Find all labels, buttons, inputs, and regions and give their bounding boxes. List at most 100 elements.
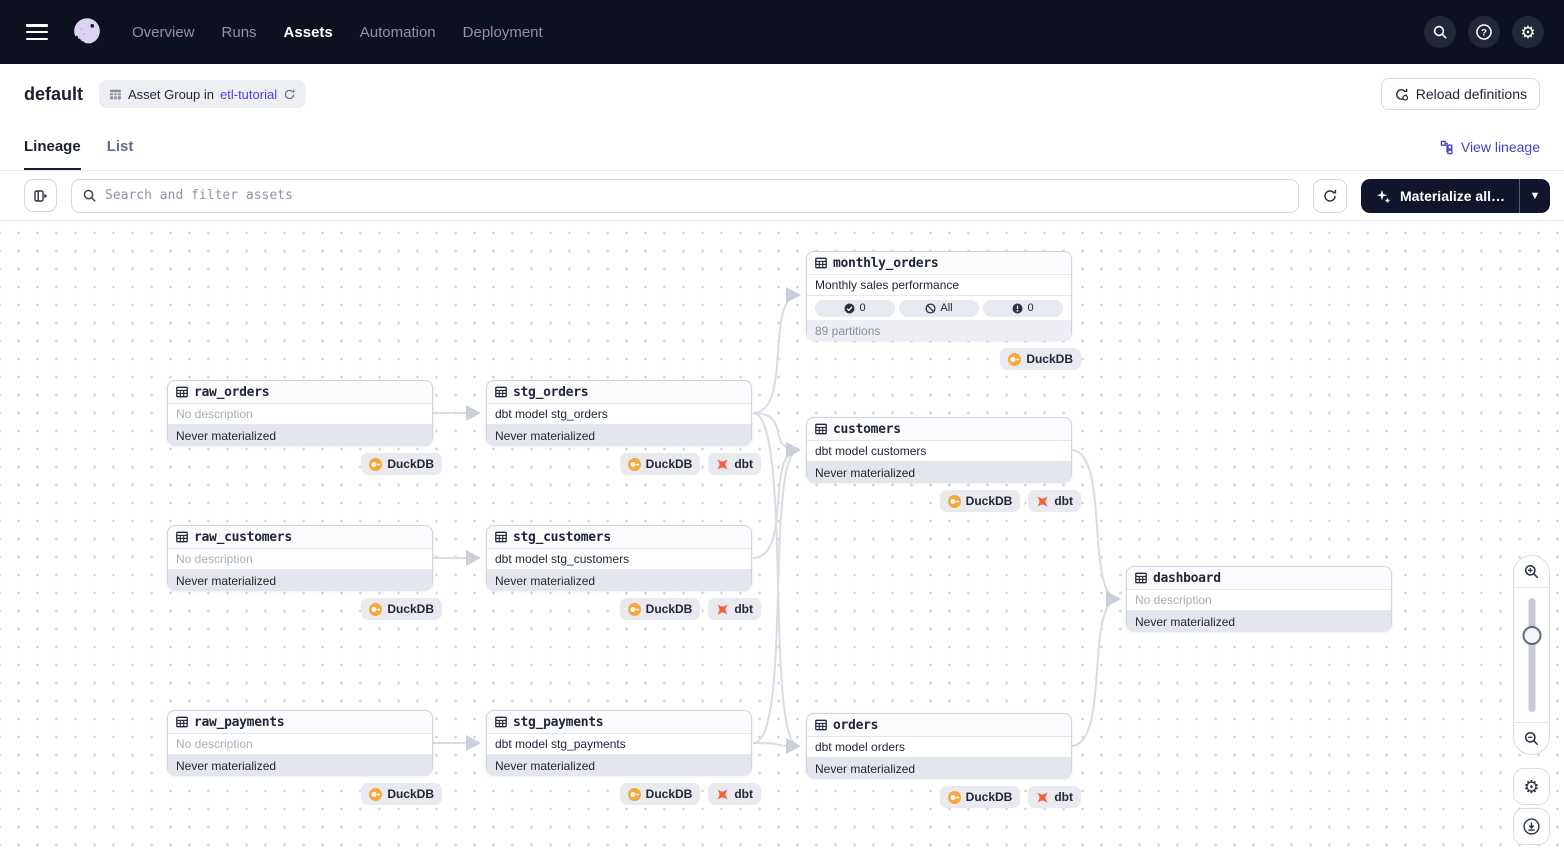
duckdb-icon xyxy=(1008,352,1022,366)
duckdb-badge[interactable]: DuckDB xyxy=(361,598,442,620)
duckdb-badge[interactable]: DuckDB xyxy=(619,783,701,805)
asset-name: raw_customers xyxy=(194,529,292,545)
duckdb-badge[interactable]: DuckDB xyxy=(361,453,442,475)
badge-label: DuckDB xyxy=(387,602,434,616)
asset-kind-tags: DuckDB dbt xyxy=(939,786,1081,808)
slash-icon xyxy=(925,302,936,314)
asset-name: dashboard xyxy=(1153,570,1221,586)
materialize-dropdown-caret[interactable]: ▼ xyxy=(1529,189,1541,202)
asset-group-label: Asset Group in xyxy=(128,86,215,102)
duckdb-badge[interactable]: DuckDB xyxy=(619,598,701,620)
nav-item-assets[interactable]: Assets xyxy=(283,23,333,41)
nav-item-automation[interactable]: Automation xyxy=(359,23,436,41)
duckdb-icon xyxy=(369,787,383,801)
dbt-badge[interactable]: dbt xyxy=(1028,490,1081,512)
duckdb-badge[interactable]: DuckDB xyxy=(939,490,1021,512)
help-icon[interactable]: ? xyxy=(1468,16,1500,48)
nav-item-deployment[interactable]: Deployment xyxy=(462,23,543,41)
lineage-edge-stg_orders-to-monthly_orders xyxy=(752,287,801,414)
zoom-slider-thumb[interactable] xyxy=(1522,626,1541,645)
search-input[interactable] xyxy=(105,188,1288,203)
asset-status: Never materialized xyxy=(807,758,1071,779)
zoom-slider-track[interactable] xyxy=(1528,598,1535,712)
refresh-button[interactable] xyxy=(1312,178,1347,213)
badge-label: dbt xyxy=(734,602,753,616)
table-icon xyxy=(815,719,827,731)
asset-description: No description xyxy=(168,549,432,570)
lineage-edge-orders-to-dashboard xyxy=(1070,591,1121,747)
dbt-badge[interactable]: dbt xyxy=(1028,786,1081,808)
lineage-edge-stg_payments-to-customers xyxy=(752,442,801,744)
dagster-logo-icon[interactable] xyxy=(68,13,106,51)
dbt-badge[interactable]: dbt xyxy=(708,453,761,475)
badge-label: dbt xyxy=(1054,790,1073,804)
lineage-toolbar: Materialize all… ▼ xyxy=(0,171,1564,221)
materialize-all-button[interactable]: Materialize all… xyxy=(1361,179,1519,213)
expand-sidebar-button[interactable] xyxy=(24,179,57,212)
code-location-link[interactable]: etl-tutorial xyxy=(220,86,278,102)
hamburger-menu-icon[interactable] xyxy=(26,24,48,40)
duckdb-badge[interactable]: DuckDB xyxy=(619,453,701,475)
graph-settings-button[interactable]: ⚙ xyxy=(1513,768,1550,805)
nav-item-runs[interactable]: Runs xyxy=(221,23,257,41)
nav-links: Overview Runs Assets Automation Deployment xyxy=(132,24,543,41)
dbt-badge[interactable]: dbt xyxy=(708,598,761,620)
badge-label: DuckDB xyxy=(645,602,693,616)
check-check-pill[interactable]: 0 xyxy=(815,299,895,317)
dbt-icon xyxy=(716,458,729,471)
asset-status: Never materialized xyxy=(1127,611,1391,632)
settings-gear-icon[interactable]: ⚙ xyxy=(1512,16,1544,48)
asset-name: orders xyxy=(833,717,879,733)
table-icon xyxy=(176,531,188,543)
zoom-out-button[interactable] xyxy=(1514,722,1549,754)
download-image-button[interactable] xyxy=(1513,808,1550,845)
tab-list[interactable]: List xyxy=(106,137,134,155)
asset-description: No description xyxy=(168,404,432,425)
asset-description: dbt model stg_orders xyxy=(487,404,751,425)
badge-label: DuckDB xyxy=(387,787,434,801)
asset-description: dbt model orders xyxy=(807,737,1071,758)
dbt-icon xyxy=(716,788,729,801)
warning-check-pill[interactable]: 0 xyxy=(983,299,1063,317)
dbt-badge[interactable]: dbt xyxy=(708,783,761,805)
duckdb-badge[interactable]: DuckDB xyxy=(939,786,1021,808)
dbt-icon xyxy=(1036,495,1049,508)
slash-check-pill[interactable]: All xyxy=(899,299,979,317)
badge-label: dbt xyxy=(734,457,753,471)
badge-label: DuckDB xyxy=(645,457,693,471)
reload-location-icon[interactable] xyxy=(283,88,296,101)
zoom-in-button[interactable] xyxy=(1514,556,1549,588)
download-icon xyxy=(1523,818,1540,835)
reload-definitions-label: Reload definitions xyxy=(1415,86,1527,102)
nav-item-overview[interactable]: Overview xyxy=(132,23,195,41)
zoom-slider[interactable] xyxy=(1514,588,1549,722)
asset-node-header: orders xyxy=(807,714,1071,737)
reload-icon xyxy=(1395,88,1408,101)
check-icon xyxy=(844,303,855,314)
asset-status: Never materialized xyxy=(487,570,751,591)
duckdb-badge[interactable]: DuckDB xyxy=(361,783,442,805)
view-lineage-link[interactable]: View lineage xyxy=(1440,124,1540,170)
asset-search-box xyxy=(71,178,1299,213)
asset-node-header: stg_orders xyxy=(487,381,751,404)
reload-definitions-button[interactable]: Reload definitions xyxy=(1380,78,1540,110)
badge-label: dbt xyxy=(1054,494,1073,508)
duckdb-badge[interactable]: DuckDB xyxy=(1000,348,1081,370)
asset-kind-tags: DuckDB dbt xyxy=(619,598,761,620)
materialize-sparkle-icon xyxy=(1376,189,1390,202)
asset-kind-tags: DuckDB xyxy=(361,598,442,620)
search-icon xyxy=(83,189,96,202)
tab-lineage[interactable]: Lineage xyxy=(24,124,81,170)
search-icon[interactable] xyxy=(1424,16,1456,48)
